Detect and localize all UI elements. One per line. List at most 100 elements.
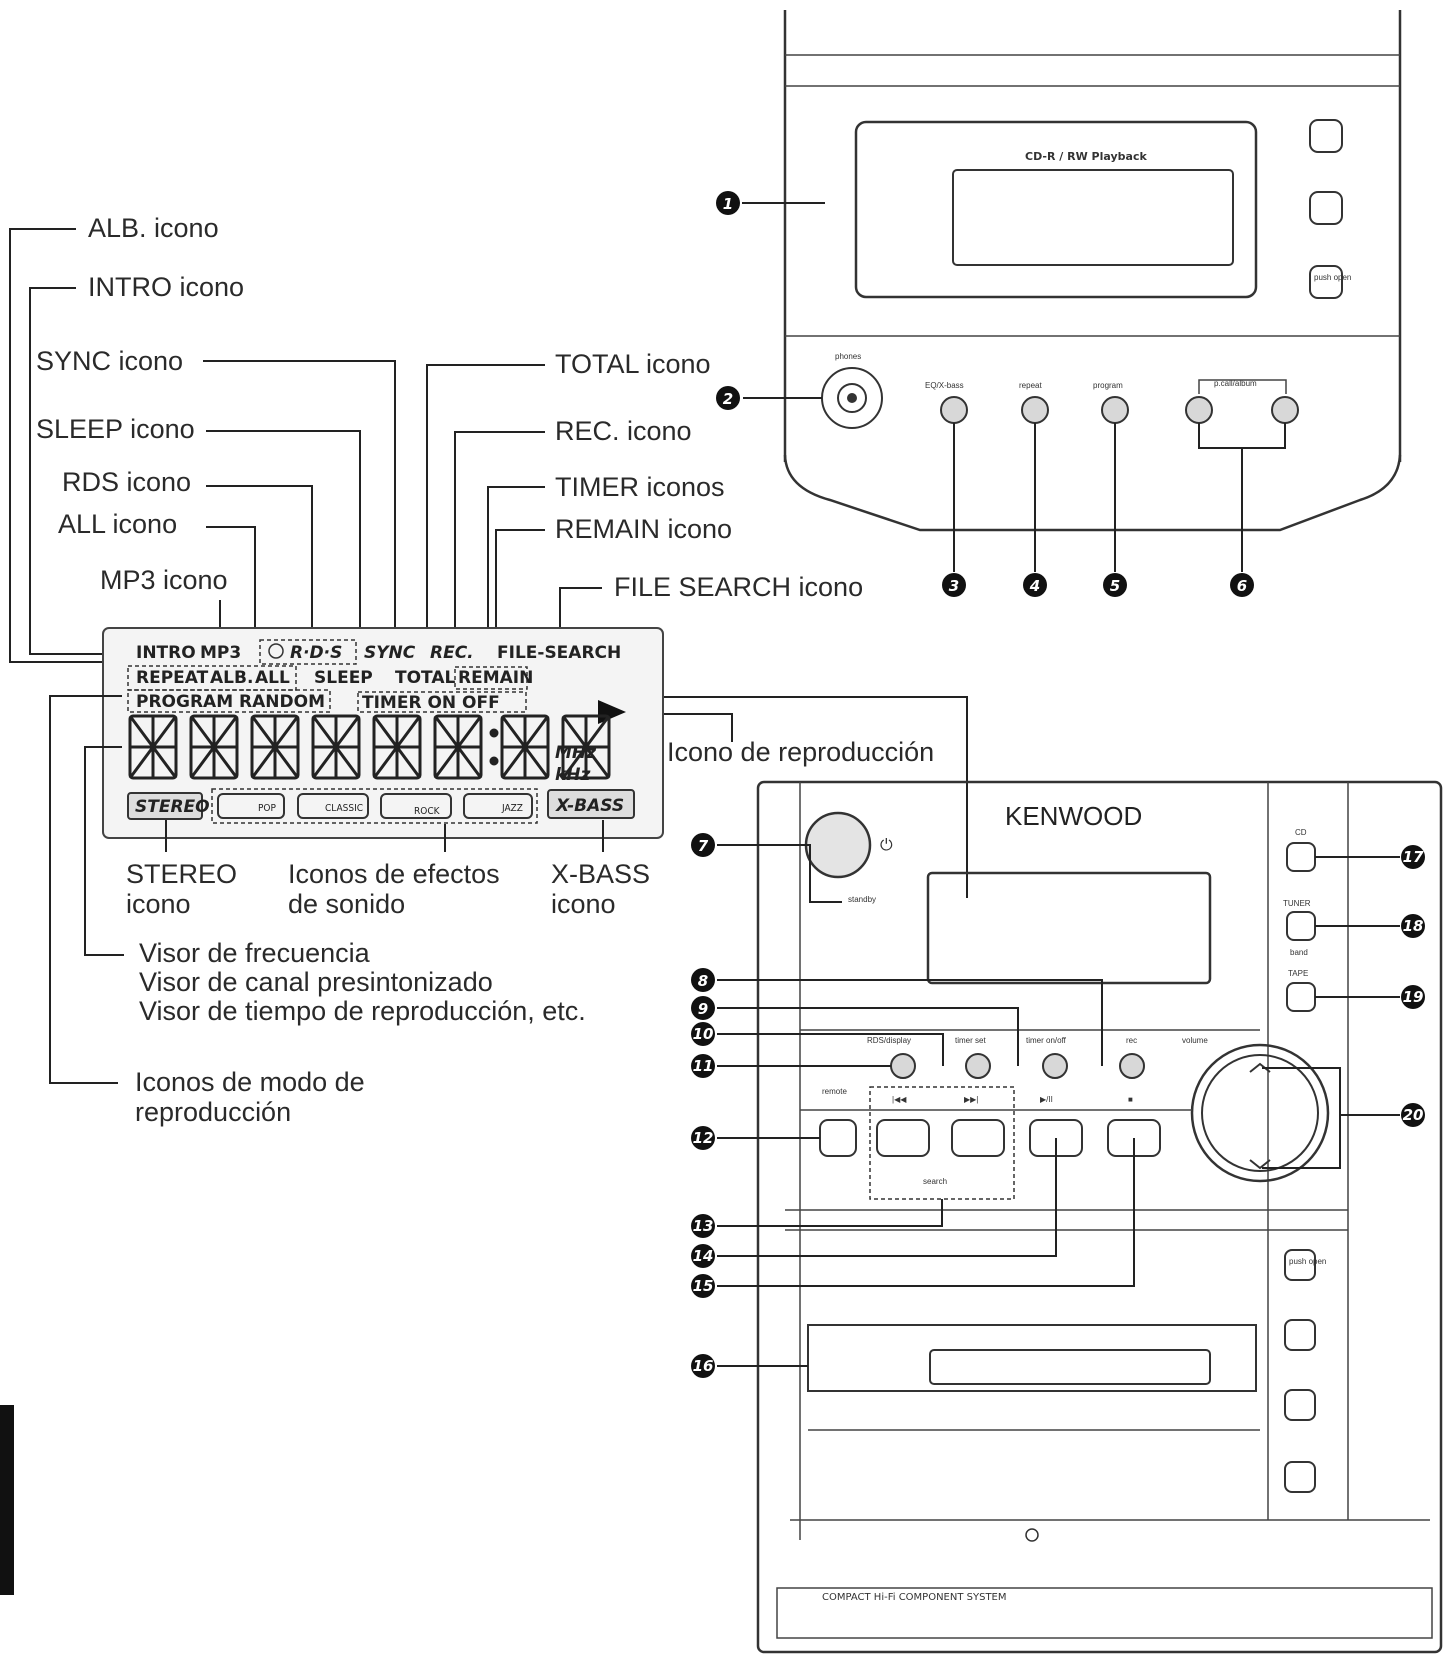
brand-logo: KENWOOD bbox=[1005, 801, 1142, 831]
phones-jack-hole bbox=[847, 393, 857, 403]
standby-label: standby bbox=[848, 895, 876, 904]
lcd-xbass-box bbox=[547, 789, 635, 819]
lcd-all: ALL bbox=[255, 668, 290, 688]
phones-jack-inner bbox=[837, 383, 867, 413]
lcd-effects-frame bbox=[211, 788, 538, 824]
footer-label: COMPACT Hi-Fi COMPONENT SYSTEM bbox=[822, 1592, 1007, 1603]
main-unit-leaders bbox=[717, 844, 1400, 1367]
badge-18: 18 bbox=[1401, 914, 1425, 938]
tuner-button[interactable] bbox=[1286, 911, 1316, 941]
svg-text:20: 20 bbox=[1403, 1106, 1424, 1124]
timer-onoff-label: timer on/off bbox=[1026, 1036, 1067, 1045]
repeat-button[interactable] bbox=[1021, 396, 1049, 424]
svg-text:4: 4 bbox=[1029, 577, 1040, 595]
badge-5: 5 bbox=[1103, 573, 1127, 597]
svg-text:3: 3 bbox=[949, 577, 959, 595]
lcd-digit bbox=[433, 714, 483, 780]
label-sync-icon: SYNC icono bbox=[36, 346, 183, 376]
svg-text:18: 18 bbox=[1403, 917, 1424, 935]
top-side-button[interactable] bbox=[1309, 119, 1343, 153]
badge-20: 20 bbox=[1401, 1103, 1425, 1127]
lcd-digit bbox=[250, 714, 300, 780]
top-unit-leaders bbox=[742, 202, 1286, 572]
lcd-pop-box bbox=[217, 793, 285, 819]
next-button[interactable] bbox=[951, 1119, 1005, 1157]
lcd-panel: INTRO MP3 R·D·S SYNC REC. FILE-SEARCH RE… bbox=[102, 627, 664, 839]
lcd-digit bbox=[128, 714, 178, 780]
lcd-alb: ALB. bbox=[210, 668, 253, 688]
lower-side-button[interactable] bbox=[1284, 1319, 1316, 1351]
lower-side-button[interactable] bbox=[1284, 1389, 1316, 1421]
cd-button[interactable] bbox=[1286, 842, 1316, 872]
timer-onoff-button[interactable] bbox=[1042, 1053, 1068, 1079]
lcd-rds: R·D·S bbox=[290, 643, 342, 663]
label-freq-3: Visor de tiempo de reproducción, etc. bbox=[139, 996, 586, 1026]
badge-1: 1 bbox=[716, 191, 740, 215]
main-display bbox=[926, 871, 1212, 985]
lcd-digit bbox=[561, 714, 611, 780]
label-rds-icon: RDS icono bbox=[62, 467, 191, 497]
svg-text:9: 9 bbox=[698, 1000, 708, 1018]
standby-button[interactable] bbox=[804, 811, 872, 879]
eq-xbass-button[interactable] bbox=[940, 396, 968, 424]
label-mp3-icon: MP3 icono bbox=[100, 565, 228, 595]
program-label: program bbox=[1093, 381, 1123, 390]
timer-set-button[interactable] bbox=[965, 1053, 991, 1079]
svg-text:16: 16 bbox=[693, 1357, 714, 1375]
badge-17: 17 bbox=[1401, 845, 1425, 869]
label-xbass-2: icono bbox=[551, 889, 616, 919]
lcd-jazz-box bbox=[463, 793, 533, 819]
rds-display-button[interactable] bbox=[890, 1053, 916, 1079]
top-unit: CD-R / RW Playback push open phones EQ/X… bbox=[783, 10, 1402, 532]
page-edge-tab bbox=[0, 1405, 14, 1595]
palbum-plus-button[interactable] bbox=[1271, 396, 1299, 424]
svg-text:5: 5 bbox=[1110, 577, 1120, 595]
volume-knob[interactable] bbox=[1201, 1054, 1319, 1172]
label-sleep-icon: SLEEP icono bbox=[36, 414, 195, 444]
volume-up-icon[interactable] bbox=[1249, 1062, 1271, 1073]
lcd-pop: POP bbox=[258, 803, 277, 814]
lcd-khz: kHz bbox=[555, 765, 591, 785]
lcd-digit bbox=[372, 714, 422, 780]
lower-push-open-button[interactable] bbox=[1284, 1249, 1316, 1281]
tape-button[interactable] bbox=[1286, 982, 1316, 1012]
lcd-timer-frame bbox=[357, 691, 527, 713]
number-badges: 1 2 3 4 5 6 7 8 9 10 11 12 13 14 15 16 1… bbox=[691, 191, 1425, 1378]
top-side-button[interactable] bbox=[1309, 191, 1343, 225]
lcd-total: TOTAL bbox=[395, 668, 455, 688]
lcd-rock-box bbox=[380, 793, 452, 819]
svg-text:19: 19 bbox=[1403, 988, 1424, 1006]
main-unit-foot bbox=[776, 1587, 1433, 1639]
prev-label: |◀◀ bbox=[892, 1095, 907, 1104]
lcd-colon-dot bbox=[489, 756, 499, 766]
volume-knob-outer[interactable] bbox=[1190, 1043, 1330, 1183]
top-unit-base bbox=[783, 454, 1402, 532]
lcd-colon-dot bbox=[489, 728, 499, 738]
label-total-icon: TOTAL icono bbox=[555, 349, 711, 379]
volume-down-icon[interactable] bbox=[1249, 1159, 1271, 1170]
palbum-minus-button[interactable] bbox=[1185, 396, 1213, 424]
main-unit: KENWOOD ⏻ standby CD TUNER band TAPE RDS… bbox=[756, 780, 1443, 1654]
lcd-intro: INTRO bbox=[136, 643, 196, 663]
prev-button[interactable] bbox=[876, 1119, 930, 1157]
callout-leader-lines bbox=[9, 228, 968, 898]
tape-slot bbox=[929, 1349, 1211, 1385]
top-push-open-button[interactable] bbox=[1309, 265, 1343, 299]
rds-display-label: RDS/display bbox=[867, 1036, 911, 1045]
lower-side-button[interactable] bbox=[1284, 1461, 1316, 1493]
rec-label: rec bbox=[1126, 1036, 1137, 1045]
top-display-screen bbox=[952, 169, 1234, 266]
svg-text:13: 13 bbox=[693, 1217, 714, 1235]
lcd-digit bbox=[311, 714, 361, 780]
band-label: band bbox=[1290, 948, 1308, 957]
tape-door[interactable] bbox=[807, 1324, 1257, 1392]
lcd-stereo-box bbox=[127, 792, 203, 820]
lcd-program-random: PROGRAM RANDOM bbox=[136, 692, 325, 712]
top-push-open-label: push open bbox=[1314, 273, 1351, 282]
badge-8: 8 bbox=[691, 968, 715, 992]
timer-set-label: timer set bbox=[955, 1036, 986, 1045]
remote-sensor bbox=[819, 1119, 857, 1157]
rec-button[interactable] bbox=[1119, 1053, 1145, 1079]
program-button[interactable] bbox=[1101, 396, 1129, 424]
